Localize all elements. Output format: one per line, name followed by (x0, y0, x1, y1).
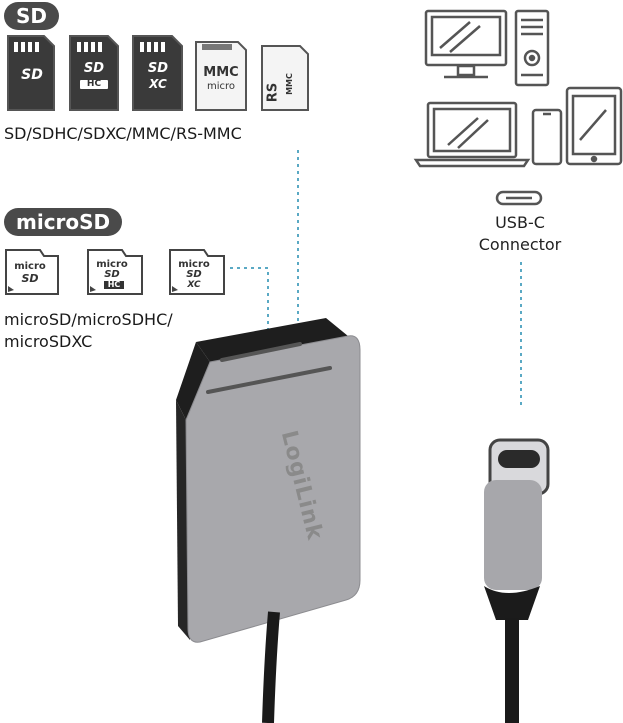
microsdhc-card-extra: HC (104, 281, 124, 289)
microsd-badge: microSD (4, 208, 123, 236)
microsdhc-card-label: micro (96, 259, 128, 270)
microsd-caption-line2: microSDXC (4, 332, 93, 351)
microsd-card-icon (5, 249, 59, 295)
sdhc-card-label: SD (83, 61, 105, 76)
rsmmc-card-sublabel: MMC (285, 73, 294, 95)
mmc-card-icon (195, 41, 247, 111)
tablet-icon (565, 86, 623, 166)
usb-c-plug (484, 438, 550, 723)
smartphone-icon (531, 108, 563, 166)
rsmmc-card-label: RS (265, 82, 281, 103)
microsdhc-card-icon (87, 249, 143, 295)
usb-c-label-line2: Connector (478, 235, 562, 254)
microsdxc-card-icon (169, 249, 225, 295)
microsd-card-sublabel: SD (21, 272, 39, 285)
microsdhc-card-sublabel: SD (104, 269, 120, 280)
mmc-card-label: MMC (203, 65, 239, 80)
microsdxc-card-sublabel: SD (186, 269, 202, 280)
sdxc-card-label: SD (147, 61, 169, 76)
microsdxc-card-extra: XC (187, 280, 201, 290)
pc-tower-icon (514, 9, 550, 87)
card-reader-device (176, 318, 361, 723)
sd-card-icon (7, 35, 55, 111)
sdhc-card-sublabel: HC (80, 80, 108, 89)
desktop-monitor-icon (424, 9, 508, 79)
dotted-guide-lines (230, 150, 522, 405)
sdhc-card-icon (69, 35, 119, 111)
sd-card-label: SD (21, 67, 43, 83)
sdxc-card-icon (132, 35, 183, 111)
usb-c-port-icon (495, 190, 543, 206)
sdxc-card-sublabel: XC (149, 77, 167, 91)
microsdxc-card-label: micro (178, 259, 210, 270)
usb-c-label-line1: USB-C (495, 213, 545, 232)
sd-badge: SD (4, 2, 60, 30)
microsd-card-label: micro (14, 261, 46, 272)
mmc-card-sublabel: micro (206, 81, 236, 92)
sd-caption: SD/SDHC/SDXC/MMC/RS-MMC (4, 124, 242, 143)
microsd-caption-line1: microSD/microSDHC/ (4, 310, 173, 329)
rsmmc-card-icon (261, 45, 309, 111)
laptop-icon (413, 101, 531, 168)
